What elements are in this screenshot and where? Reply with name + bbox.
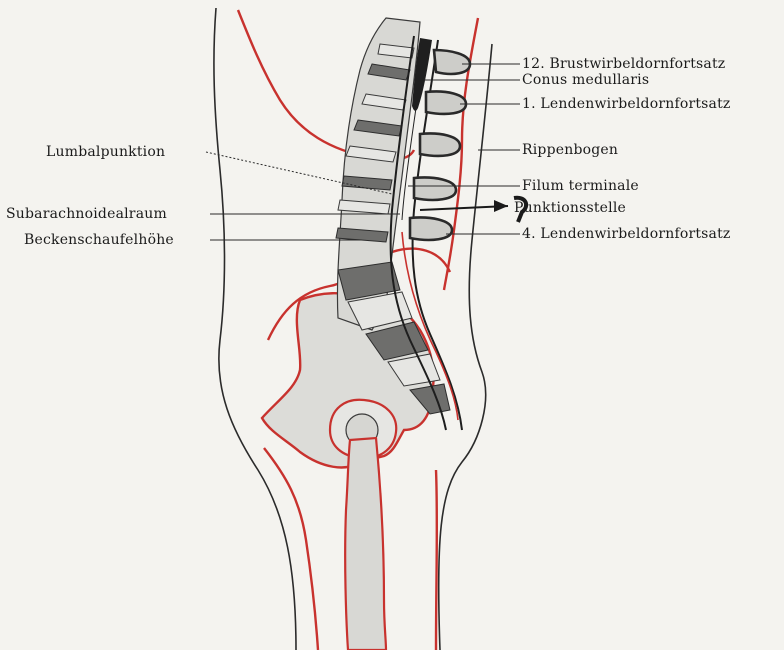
spinous-process-l1 [426, 92, 466, 114]
label-rippenbogen: Rippenbogen [522, 142, 618, 158]
spinous-process-l2 [420, 134, 460, 156]
label-subarachnoidal: Subarachnoidealraum [6, 206, 167, 222]
label-conus: Conus medullaris [522, 72, 649, 88]
label-brustwirbel: 12. Brustwirbeldornfortsatz [522, 56, 725, 72]
label-lumbalpunktion: Lumbalpunktion [46, 144, 165, 160]
label-beckenschaufel: Beckenschaufelhöhe [24, 232, 174, 248]
leg-front-red-outline [264, 448, 318, 650]
spinous-process-l3 [414, 178, 456, 200]
femur-shaft [345, 438, 386, 650]
label-filum: Filum terminale [522, 178, 639, 194]
spinous-process-t12 [434, 50, 470, 74]
spinous-process-l4 [410, 218, 452, 240]
label-lendenwirbel1: 1. Lendenwirbeldornfortsatz [522, 96, 731, 112]
leg-back-red-outline [436, 470, 437, 650]
label-punktionsstelle: Punktionsstelle [514, 200, 626, 216]
label-lendenwirbel4: 4. Lendenwirbeldornfortsatz [522, 226, 731, 242]
